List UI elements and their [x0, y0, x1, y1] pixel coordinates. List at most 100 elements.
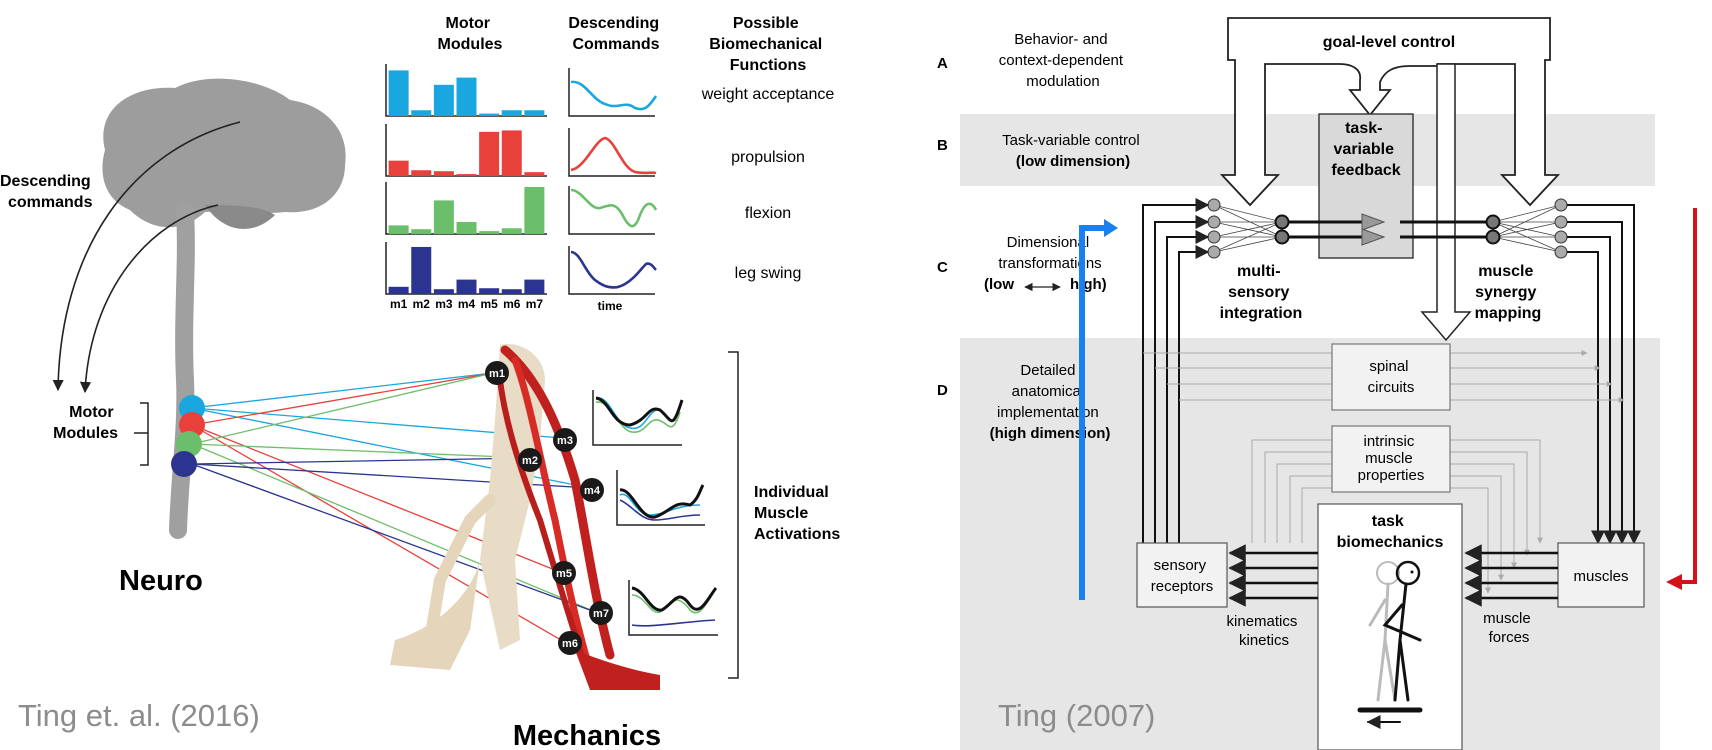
module-bar: [456, 222, 477, 234]
module-bar: [456, 174, 477, 176]
command-traces: [568, 68, 658, 295]
time-axis-label: time: [598, 299, 623, 313]
header-motor-modules: Motor Modules: [438, 15, 503, 53]
row-letter-a: A: [937, 55, 948, 72]
motor-output-lines: [1567, 204, 1641, 545]
kinematics-kinetics-label: kinematics kinetics: [1226, 613, 1301, 649]
module-bar: [479, 288, 500, 294]
band-d: [960, 338, 1660, 750]
right-panel: A B C D Behavior- and context-dependent …: [937, 17, 1697, 750]
sensory-receptors-label: sensory receptors: [1151, 557, 1214, 595]
spinal-circuits-box[interactable]: [1331, 343, 1451, 411]
muscle-marker-label: m5: [556, 568, 572, 580]
command-axis-4: [568, 246, 655, 295]
module-bar: [411, 246, 432, 294]
module-bar: [411, 229, 432, 234]
muscle-force-arrows: [1464, 544, 1558, 607]
activations-bracket: [728, 351, 739, 679]
function-leg-swing: leg swing: [735, 265, 802, 282]
leg-muscle-markers: m1 m3 m2 m4 m5 m7 m6: [485, 361, 613, 655]
brain-illustration: [102, 78, 346, 228]
individual-muscle-activations-label: Individual Muscle Activations: [754, 484, 840, 543]
muscle-marker-label: m7: [593, 608, 609, 620]
muscle-marker-label: m2: [522, 455, 538, 467]
descending-spinal-arrow: [1420, 63, 1472, 342]
red-feedback-arrow: [1680, 208, 1697, 584]
stick-figure-illustration: [1357, 560, 1423, 729]
muscles-label: muscles: [1573, 568, 1628, 585]
header-descending-commands: Descending Commands: [568, 15, 663, 53]
muscle-tick-label: m3: [435, 297, 453, 311]
module-bar: [433, 200, 454, 234]
muscle-tick-label: m7: [526, 297, 544, 311]
kinematics-arrows: [1228, 544, 1318, 607]
row-letter-d: D: [937, 382, 948, 399]
module-bar: [479, 113, 500, 116]
cerebellum-illustration: [205, 205, 275, 229]
muscle-tick-label: m5: [480, 297, 498, 311]
sensory-receptors-box[interactable]: [1136, 542, 1228, 608]
muscle-tick-label: m6: [503, 297, 521, 311]
module-bar: [501, 289, 522, 294]
module-bar: [433, 289, 454, 294]
row-a-label: Behavior- and context-dependent modulati…: [999, 31, 1127, 90]
row-b-label: Task-variable control (low dimension): [1002, 132, 1144, 170]
function-flexion: flexion: [745, 205, 791, 222]
module-bar: [388, 160, 409, 176]
header-functions: Possible Biomechanical Functions: [709, 15, 826, 74]
function-weight-acceptance: weight acceptance: [701, 86, 835, 103]
multisensory-integration-label: multi- sensory integration: [1220, 263, 1303, 322]
task-biomechanics-label: task biomechanics: [1337, 513, 1444, 551]
left-panel: Descending commands Motor Modules: [0, 15, 840, 750]
command-trace-green: [570, 188, 658, 228]
muscle-tick-label: m2: [413, 297, 431, 311]
muscle-forces-label: muscle forces: [1483, 610, 1535, 646]
module-bar: [479, 131, 500, 176]
intrinsic-muscle-properties-label: intrinsic muscle properties: [1358, 433, 1425, 484]
intrinsic-muscle-properties-box[interactable]: [1331, 425, 1451, 493]
descending-commands-label: Descending commands: [0, 173, 95, 211]
bar-chart-axis: [385, 124, 547, 177]
goal-level-control-label: goal-level control: [1323, 34, 1455, 51]
module-bar: [524, 172, 545, 176]
row-c-label: Dimensional transformations: [998, 234, 1101, 272]
muscle-tick-label: m1: [390, 297, 408, 311]
row-letter-c: C: [937, 259, 948, 276]
muscle-synergy-mapping-label: muscle synergy mapping: [1475, 263, 1542, 322]
muscle-marker-label: m6: [562, 638, 578, 650]
module-bar: [388, 225, 409, 234]
module-dot-navy: [171, 451, 197, 477]
muscle-marker-label: m4: [584, 485, 601, 497]
module-bar: [524, 279, 545, 294]
spinal-circuits-label: spinal circuits: [1368, 358, 1415, 396]
spinal-cord-illustration: [169, 203, 195, 539]
module-bar: [411, 170, 432, 176]
command-axis-3: [568, 186, 655, 235]
blue-arrowhead: [1104, 219, 1118, 237]
descending-arrow-2: [79, 204, 219, 394]
module-bar: [456, 77, 477, 116]
module-dot-green: [176, 431, 202, 457]
muscle-marker-label: m3: [557, 435, 573, 447]
module-bar: [501, 110, 522, 116]
module-bracket: [134, 402, 149, 466]
module-bar: [411, 110, 432, 116]
citation-ting-2007: Ting (2007): [998, 698, 1155, 733]
command-trace-red: [570, 136, 657, 175]
module-bar: [388, 286, 409, 294]
module-bar: [456, 279, 477, 294]
command-trace-blue: [570, 80, 658, 111]
blue-upward-arrow: [1079, 225, 1105, 600]
citation-ting-2016: Ting et. al. (2016): [18, 698, 260, 733]
module-bar: [501, 130, 522, 176]
goal-level-control-arrows: [1219, 17, 1561, 207]
row-c-low: (low: [984, 276, 1014, 293]
module-bar: [524, 110, 545, 116]
row-c-high: high): [1070, 276, 1107, 293]
task-variable-feedback-label: task- variable feedback: [1331, 120, 1400, 179]
red-arrowhead: [1666, 574, 1682, 590]
muscles-box[interactable]: [1557, 542, 1645, 608]
